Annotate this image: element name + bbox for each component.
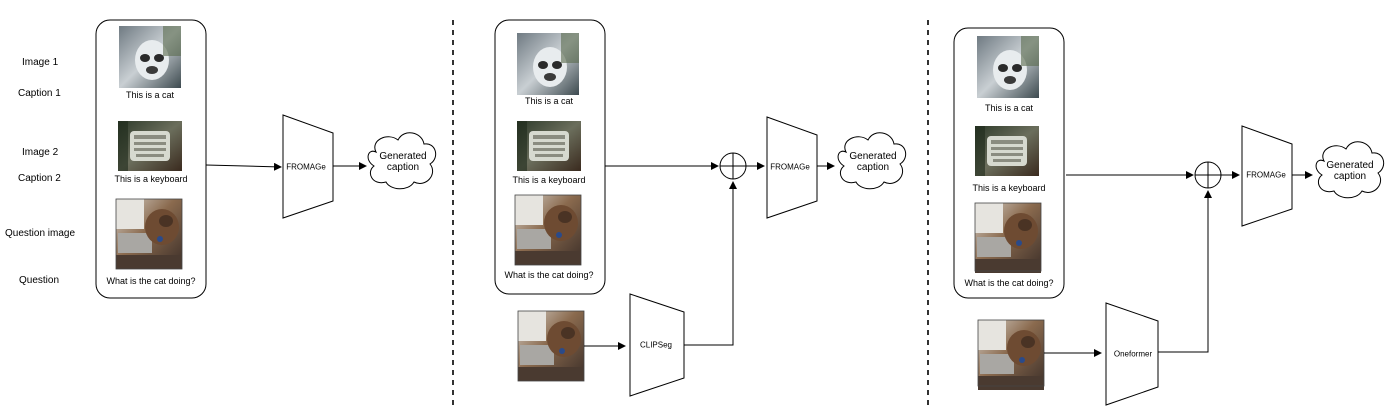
label-question: Question bbox=[19, 275, 60, 286]
oneformer-label: Oneformer bbox=[1113, 349, 1153, 359]
output-cloud-3 bbox=[1315, 141, 1385, 199]
fromage-module-3 bbox=[1241, 125, 1293, 227]
caption-cat: This is a cat bbox=[984, 103, 1034, 113]
keyboard-image bbox=[118, 121, 182, 171]
clipseg-module bbox=[629, 293, 685, 397]
caption-keyboard: This is a keyboard bbox=[512, 175, 586, 185]
fromage-label: FROMAGe bbox=[286, 162, 326, 172]
label-question-image: Question image bbox=[5, 228, 76, 239]
output-cloud-1 bbox=[367, 132, 437, 190]
fromage-label: FROMAGe bbox=[770, 162, 810, 172]
label-caption2: Caption 2 bbox=[18, 173, 61, 184]
arrow-icon bbox=[205, 162, 282, 171]
fromage-module-1 bbox=[282, 114, 334, 219]
caption-keyboard: This is a keyboard bbox=[972, 183, 1046, 193]
output-cloud-2 bbox=[837, 132, 907, 190]
fromage-module-2 bbox=[766, 116, 818, 219]
cat-image bbox=[119, 26, 181, 88]
label-caption1: Caption 1 bbox=[18, 88, 61, 99]
cat-image bbox=[977, 36, 1039, 98]
label-image1: Image 1 bbox=[22, 57, 59, 68]
context-box-3 bbox=[953, 27, 1065, 299]
question-image bbox=[515, 195, 581, 265]
oneformer-module bbox=[1105, 302, 1159, 406]
context-box-1 bbox=[95, 19, 207, 299]
caption-question: What is the cat doing? bbox=[504, 270, 594, 280]
caption-question: What is the cat doing? bbox=[106, 276, 196, 286]
fromage-label: FROMAGe bbox=[1246, 170, 1286, 180]
caption-cat: This is a cat bbox=[524, 96, 574, 106]
keyboard-image bbox=[517, 121, 581, 171]
question-image-input bbox=[978, 320, 1044, 390]
arrow-icon bbox=[1158, 190, 1212, 353]
question-image bbox=[116, 199, 182, 269]
cat-image bbox=[517, 33, 579, 95]
question-image-input bbox=[518, 311, 584, 381]
question-image bbox=[975, 203, 1041, 273]
keyboard-image bbox=[975, 126, 1039, 176]
caption-cat: This is a cat bbox=[125, 90, 175, 100]
context-box-2 bbox=[494, 19, 606, 295]
caption-keyboard: This is a keyboard bbox=[114, 174, 188, 184]
caption-question: What is the cat doing? bbox=[964, 278, 1054, 288]
clipseg-label: CLIPSeg bbox=[639, 340, 673, 350]
arrow-icon bbox=[684, 181, 737, 346]
label-image2: Image 2 bbox=[22, 147, 59, 158]
